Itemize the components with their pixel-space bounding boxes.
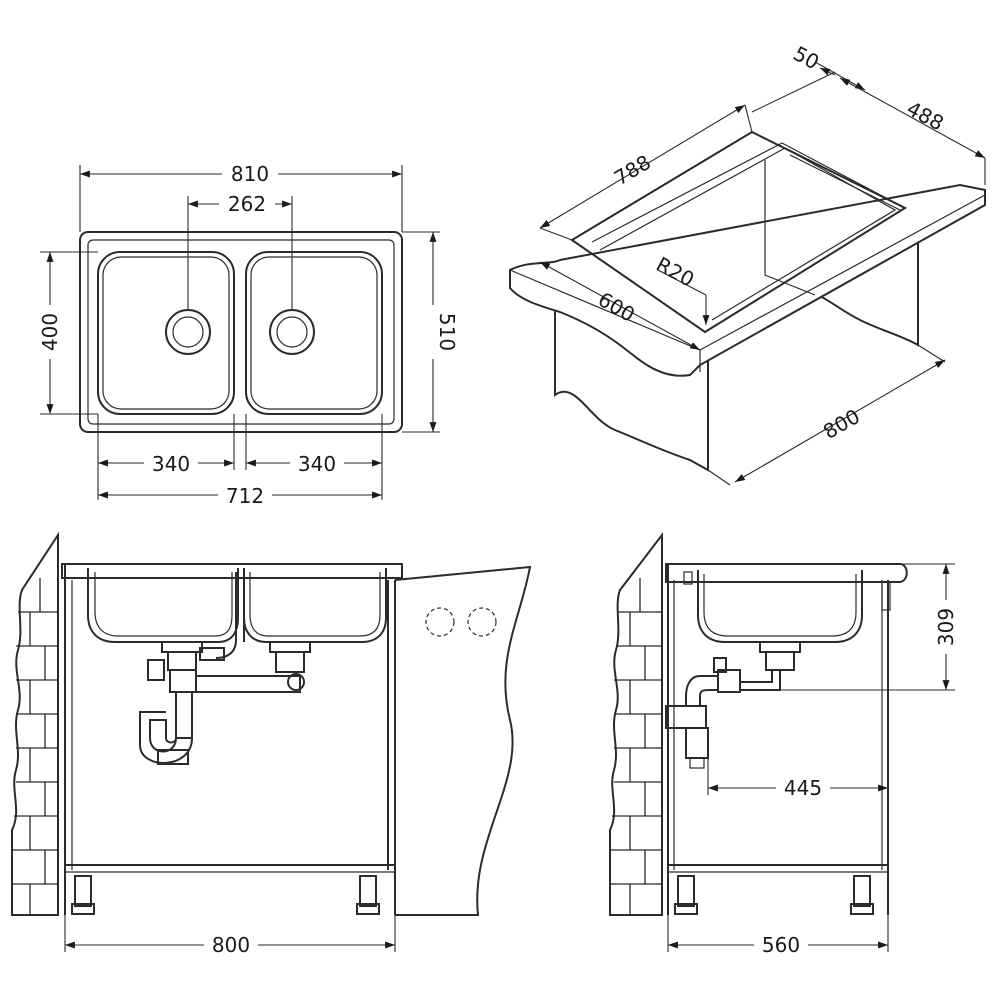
side-view: 309 445 560 [609,532,960,958]
right-bowl [245,251,383,415]
left-bowl [97,251,235,415]
brick-pattern [12,578,58,915]
dim-810-label: 810 [231,162,269,186]
right-bowl-inner [250,256,378,410]
front-view: 800 [11,531,532,958]
dim-510-label: 510 [435,313,459,351]
sink-outer-rim [79,231,403,433]
dim-309-label: 309 [934,608,958,646]
front-left-bowl [87,568,239,643]
brick-wall-left [11,531,59,916]
dim-front-800-label: 800 [212,933,250,957]
front-right-bowl [243,568,387,643]
side-waste-pipe [739,670,781,691]
dim-788-label: 788 [610,150,655,190]
countertop [509,183,986,377]
dim-560-label: 560 [762,933,800,957]
dim-488-line [839,77,986,159]
front-waste-pipe [196,675,301,693]
left-bowl-inner [102,256,230,410]
right-drain-inner [276,316,308,348]
cabinet-left-wall [554,305,709,472]
side-leg-left [677,875,695,907]
dim-50-line [814,61,866,91]
brick-pattern-side [610,578,662,915]
side-panel-cut [394,565,532,916]
sink-rim-inner [87,239,395,425]
tap-hole-left [425,607,455,637]
isometric-view: 788 50 488 R20 600 800 [509,41,986,486]
dim-262-label: 262 [228,192,266,216]
dim-iso-800-label: 800 [819,404,864,444]
side-bowl [697,570,863,643]
dim-488-label: 488 [903,96,948,135]
side-leg-right [853,875,871,907]
dim-iso-800-line [734,359,946,483]
tap-hole-right [467,607,497,637]
cabinet-leg-left [74,875,92,907]
dim-340-right-label: 340 [298,452,336,476]
front-trap [149,719,177,753]
dim-50-label: 50 [789,41,823,74]
dim-788-line [539,104,746,229]
cabinet-back-wall [811,240,919,347]
brick-wall-right [609,532,663,916]
cabinet-leg-right [359,875,377,907]
dim-400-label: 400 [38,313,62,351]
dim-340-left-label: 340 [152,452,190,476]
top-view: 810 262 400 510 340 340 712 [36,160,459,508]
dim-445-label: 445 [784,776,822,800]
dim-600-line [539,261,701,351]
left-drain-inner [172,316,204,348]
dim-712-label: 712 [226,484,264,508]
